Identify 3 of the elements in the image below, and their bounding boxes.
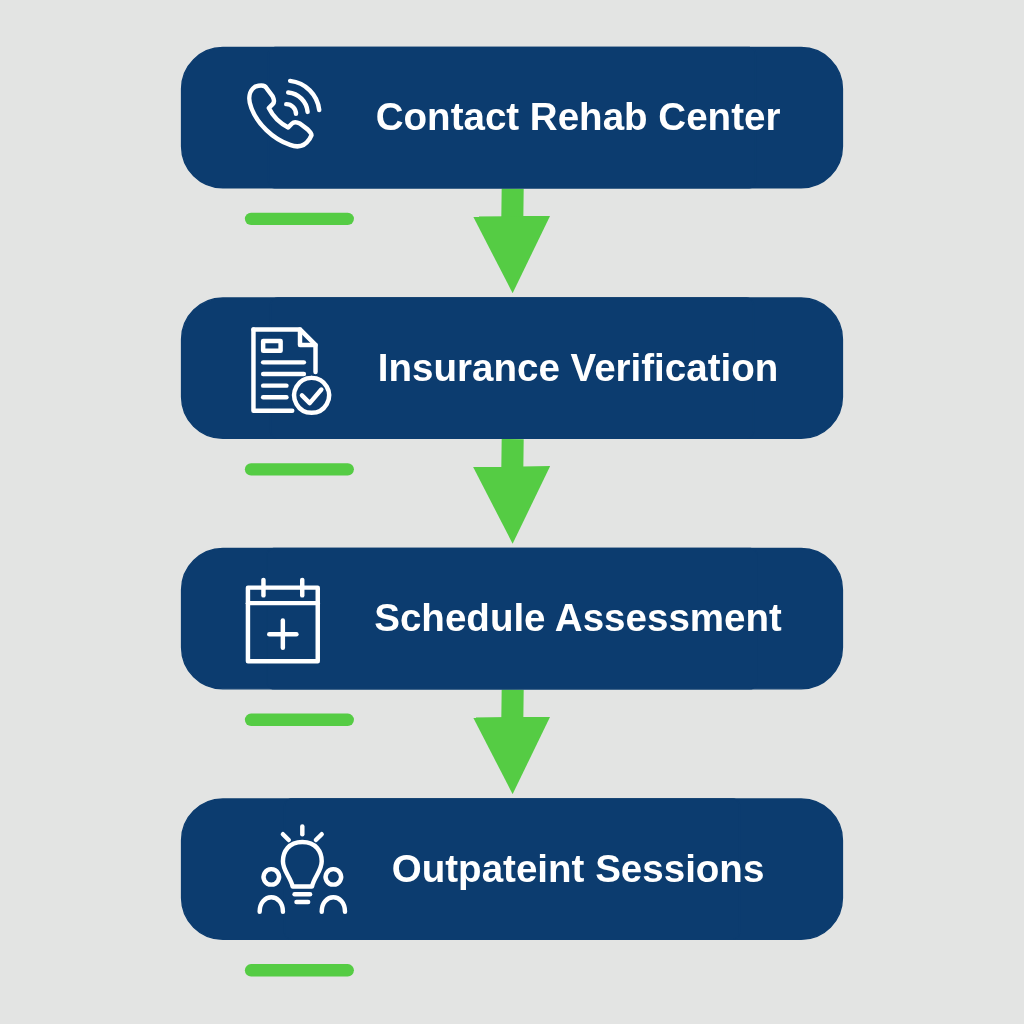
arrow bbox=[473, 689, 551, 795]
arrow bbox=[473, 438, 551, 544]
arrow bbox=[473, 188, 551, 294]
